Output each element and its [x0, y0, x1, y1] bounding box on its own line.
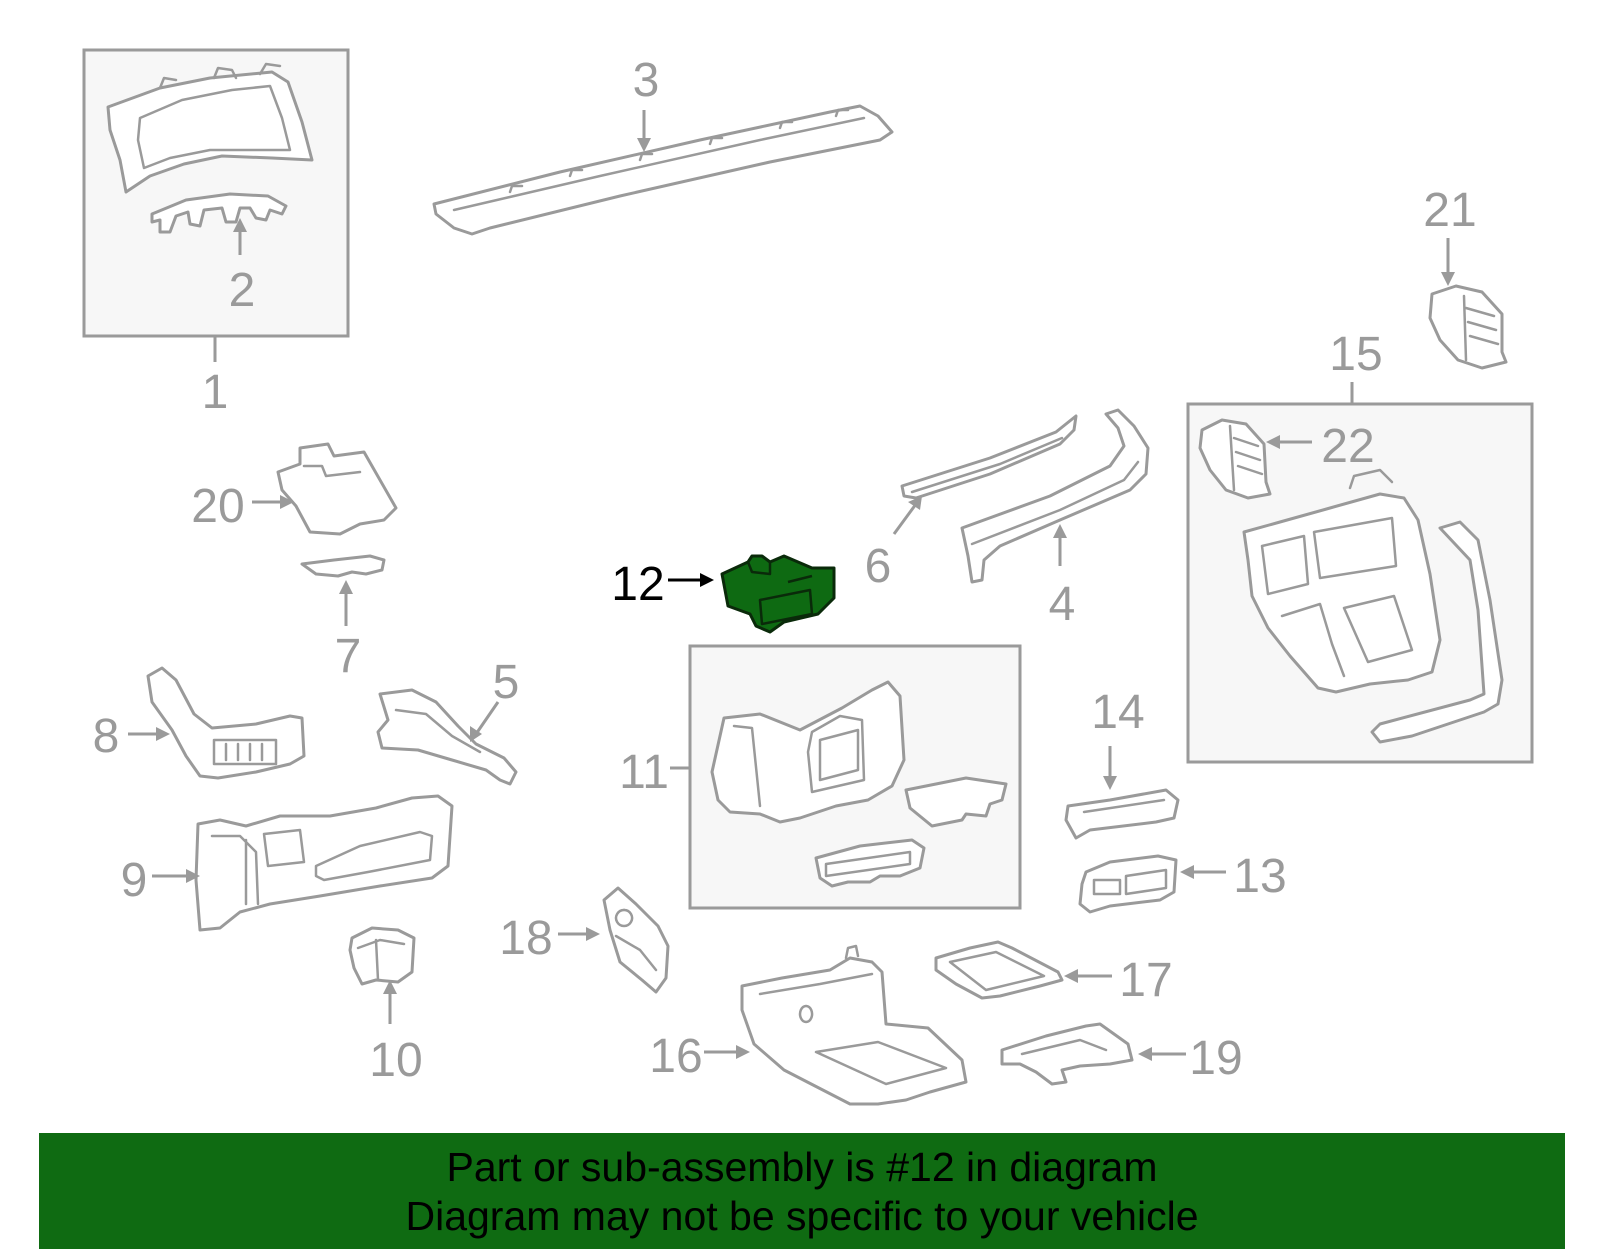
callout-2: 2 — [229, 264, 256, 317]
callout-1: 1 — [202, 366, 229, 419]
part-21-air-vent[interactable] — [1428, 284, 1508, 370]
callout-18: 18 — [499, 912, 552, 965]
leader-part-12 — [668, 573, 714, 587]
callout-10: 10 — [369, 1034, 422, 1087]
part-18-side-bracket[interactable] — [602, 886, 670, 994]
banner-line-1: Part or sub-assembly is #12 in diagram — [446, 1144, 1158, 1190]
part-12-highlighted-part[interactable] — [720, 554, 836, 634]
info-banner: Part or sub-assembly is #12 in diagram D… — [39, 1133, 1565, 1249]
callout-22: 22 — [1321, 420, 1374, 473]
part-4-trim-panel[interactable] — [960, 408, 1150, 584]
part-15-center-bezel-assembly[interactable] — [1242, 468, 1504, 744]
callout-8: 8 — [93, 710, 120, 763]
part-22-air-vent[interactable] — [1198, 418, 1272, 500]
callout-19: 19 — [1189, 1032, 1242, 1085]
callout-20: 20 — [191, 480, 244, 533]
callout-11: 11 — [619, 746, 669, 799]
exploded-parts-diagram: 1 2 3 4 5 6 7 8 9 10 11 13 14 15 16 17 1… — [82, 48, 1534, 1106]
part-8-lower-trim[interactable] — [146, 666, 306, 780]
banner-line-2: Diagram may not be specific to your vehi… — [405, 1193, 1199, 1239]
callout-4: 4 — [1049, 578, 1076, 631]
part-3-dash-trim-strip[interactable] — [432, 104, 894, 236]
callout-7: 7 — [335, 630, 362, 683]
callout-12-highlighted: 12 — [611, 558, 664, 611]
callout-17: 17 — [1119, 954, 1172, 1007]
callout-9: 9 — [121, 854, 148, 907]
part-9-lower-panel[interactable] — [194, 794, 454, 932]
part-6-molding[interactable] — [900, 414, 1078, 500]
leader-lines — [128, 110, 1455, 1061]
part-13-switch-panel[interactable] — [1078, 854, 1178, 914]
callout-21: 21 — [1423, 184, 1476, 237]
part-17-tray-mat[interactable] — [934, 940, 1064, 1000]
callout-labels: 1 2 3 4 5 6 7 8 9 10 11 13 14 15 16 17 1… — [93, 54, 1477, 1087]
part-10-small-bracket[interactable] — [348, 926, 416, 986]
part-16-console-tray[interactable] — [740, 944, 968, 1106]
callout-5: 5 — [493, 656, 520, 709]
part-7-clip[interactable] — [300, 554, 386, 578]
callout-3: 3 — [633, 54, 660, 107]
part-19-lower-bracket[interactable] — [1000, 1022, 1134, 1086]
part-1-cluster-bezel[interactable] — [106, 62, 314, 194]
callout-6: 6 — [865, 540, 892, 593]
part-20-upper-bracket[interactable] — [276, 442, 398, 536]
callout-14: 14 — [1091, 686, 1144, 739]
callout-13: 13 — [1233, 850, 1286, 903]
callout-16: 16 — [649, 1030, 702, 1083]
part-2-cluster-bracket[interactable] — [150, 192, 288, 234]
part-14-trim-piece[interactable] — [1064, 788, 1180, 840]
part-11-console-assembly[interactable] — [710, 680, 1008, 888]
part-5-side-trim[interactable] — [376, 688, 518, 786]
callout-15: 15 — [1329, 328, 1382, 381]
